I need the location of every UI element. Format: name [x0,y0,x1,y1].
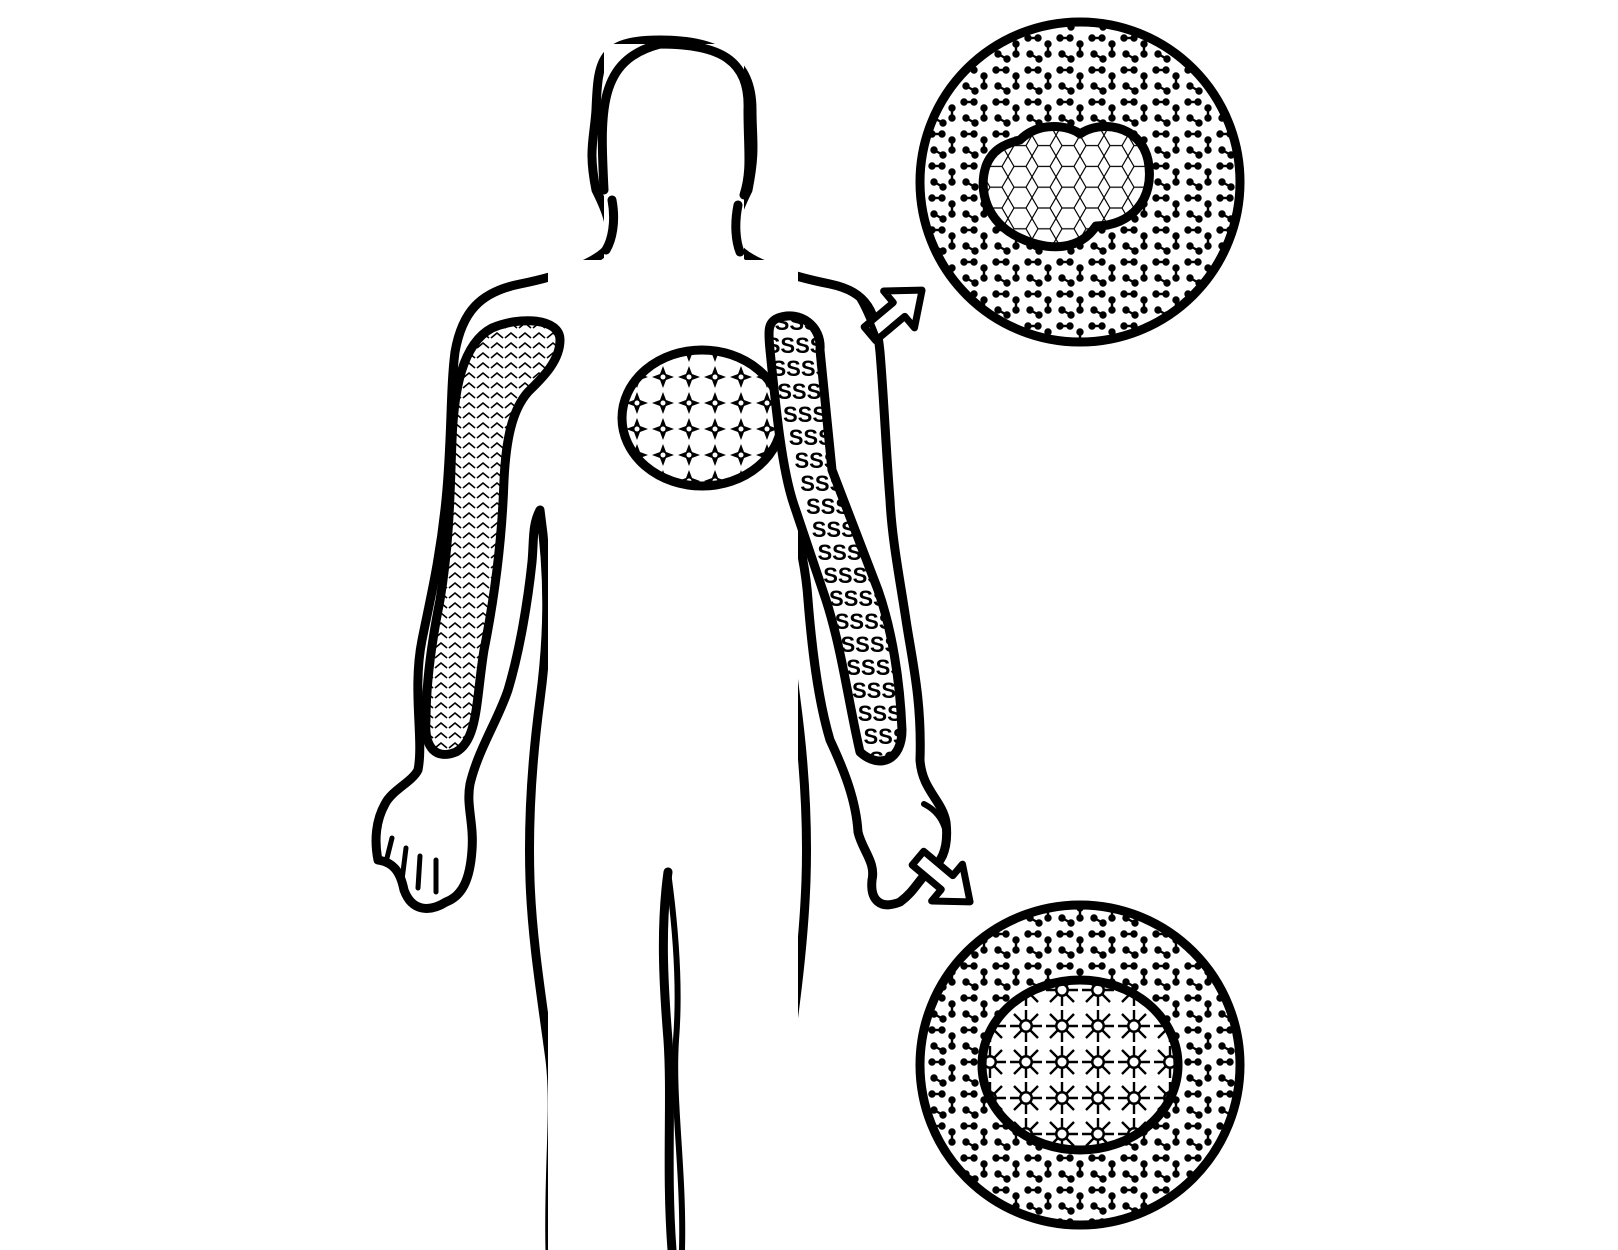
s-glyph-row: SSSSSSSSSS [846,655,993,680]
lower-connector [921,801,950,859]
chest-region [617,345,787,491]
upper-callout [915,17,1245,347]
upper-right-arrow-icon [860,286,926,345]
s-glyph-row: SSSSSSSSSS [864,724,1011,749]
upper-callout-inner-cell [978,122,1154,252]
left-arm-region [421,316,565,759]
down-right-arrow-icon [908,847,974,906]
s-glyph-row: SSSSSSSSSS [852,678,999,703]
lower-callout [915,900,1245,1230]
s-glyph-row: SSSSSSSSSS [858,701,1005,726]
lower-callout-inner-cell [977,975,1183,1155]
upper-connector [857,297,883,349]
